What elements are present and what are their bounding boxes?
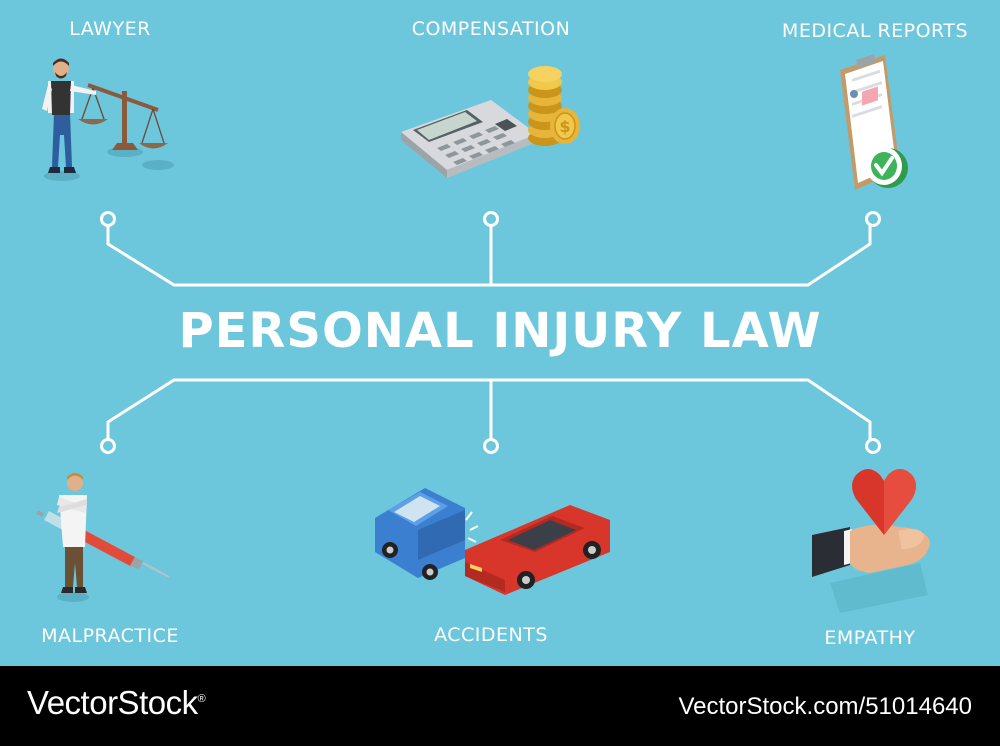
- diagram-title: PERSONAL INJURY LAW: [178, 303, 822, 359]
- node-dot-accidents: [483, 438, 499, 454]
- diagram-canvas: PERSONAL INJURY LAW LAWYER COMPENSATION …: [0, 0, 1000, 666]
- node-dot-malpractice: [100, 438, 116, 454]
- brand-name: VectorStock: [27, 684, 198, 721]
- footer-bar: VectorStock® VectorStock.com/51014640: [0, 666, 1000, 746]
- calculator-coins-icon: $: [401, 66, 580, 178]
- heart-hand-icon: [812, 469, 930, 613]
- node-dot-compensation: [483, 211, 499, 227]
- svg-text:$: $: [559, 117, 570, 136]
- node-dot-empathy: [865, 438, 881, 454]
- node-label-accidents: ACCIDENTS: [434, 624, 548, 646]
- node-dot-lawyer: [100, 211, 116, 227]
- doctor-syringe-icon: [36, 473, 170, 602]
- brand-wordmark: VectorStock®: [27, 684, 206, 722]
- node-label-lawyer: LAWYER: [69, 18, 151, 40]
- brand-registered-mark: ®: [197, 693, 206, 705]
- connector-lines: [100, 211, 881, 454]
- connector-bottom-bus: [106, 378, 872, 442]
- stock-id-link[interactable]: VectorStock.com/51014640: [678, 693, 972, 720]
- car-crash-icon: [375, 488, 610, 595]
- node-label-medical-reports: MEDICAL REPORTS: [781, 20, 969, 42]
- node-label-malpractice: MALPRACTICE: [41, 625, 179, 647]
- connector-top-bus: [106, 224, 872, 287]
- lawyer-scales-icon: [42, 58, 174, 181]
- node-label-empathy: EMPATHY: [824, 627, 916, 649]
- node-dot-medical-reports: [865, 211, 881, 227]
- node-label-compensation: COMPENSATION: [411, 18, 571, 40]
- clipboard-check-icon: [840, 54, 908, 190]
